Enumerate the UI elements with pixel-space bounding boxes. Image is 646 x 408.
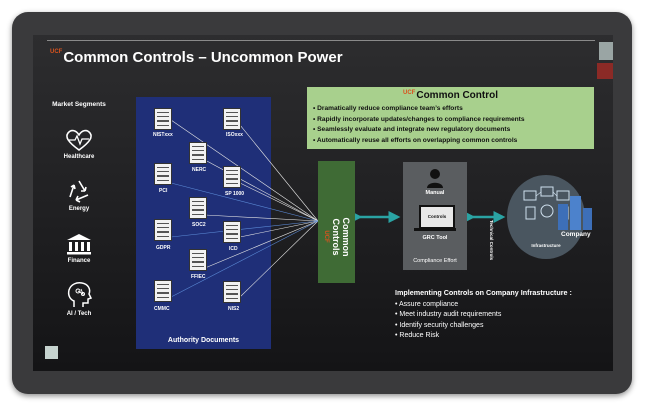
- infrastructure-label: Infrastructure: [531, 243, 561, 248]
- recycle-icon: [69, 180, 89, 203]
- document-icon: [189, 197, 207, 219]
- decor-square-gray: [599, 42, 613, 60]
- common-control-title: UCFCommon Control: [403, 90, 498, 101]
- decor-square-red: [597, 63, 613, 79]
- document-icon: [223, 221, 241, 243]
- doc-label: ISOxxx: [226, 132, 243, 138]
- company-label: Company: [561, 231, 591, 238]
- segment-healthcare: Healthcare: [49, 128, 109, 160]
- document-icon: [189, 249, 207, 271]
- authority-documents-title: Authority Documents: [167, 337, 240, 344]
- document-icon: [154, 163, 172, 185]
- segment-label: Energy: [68, 206, 90, 212]
- doc-label: FFIEC: [191, 274, 206, 280]
- ucf-brand-tag: UCF: [403, 90, 416, 96]
- ucf-brand-tag: UCF: [323, 230, 329, 243]
- segment-ai-tech: AI / Tech: [49, 281, 109, 317]
- connector-lines: [170, 119, 506, 298]
- doc-label: NISTxxx: [153, 132, 173, 138]
- common-control-bullets: • Dramatically reduce compliance team’s …: [313, 104, 525, 146]
- document-icon: [223, 281, 241, 303]
- document-icon: [154, 219, 172, 241]
- list-item: • Reduce Risk: [395, 332, 440, 339]
- doc-label: PCI: [159, 188, 168, 194]
- bank-icon: [67, 234, 91, 255]
- document-icon: [223, 166, 241, 188]
- list-item: • Dramatically reduce compliance team’s …: [313, 105, 463, 112]
- title-rule: [47, 40, 595, 41]
- list-item: • Meet industry audit requirements: [395, 311, 502, 318]
- segment-energy: Energy: [49, 178, 109, 212]
- laptop-base: [414, 228, 456, 231]
- technical-controls-label: Technical Controls: [489, 220, 494, 261]
- common-control-box: UCFCommon Control • Dramatically reduce …: [307, 87, 594, 149]
- ai-head-icon: [67, 282, 93, 307]
- document-icon: [154, 280, 172, 302]
- ucf-brand-tag: UCF: [50, 49, 63, 55]
- slide-title: UCFCommon Controls – Uncommon Power: [50, 49, 343, 66]
- heart-pulse-icon: [66, 129, 92, 151]
- document-icon: [189, 142, 207, 164]
- segment-label: Healthcare: [63, 154, 95, 160]
- laptop-screen-label: Controls: [427, 214, 447, 219]
- compliance-effort-panel: Manual Controls GRC Tool Compliance Effo…: [403, 162, 467, 270]
- manual-label: Manual: [425, 190, 445, 196]
- doc-label: SOC2: [192, 222, 206, 228]
- document-icon: [223, 108, 241, 130]
- grc-tool-label: GRC Tool: [422, 235, 448, 241]
- laptop-screen: Controls: [419, 205, 455, 229]
- list-item: • Assure compliance: [395, 300, 459, 308]
- segment-finance: Finance: [49, 232, 109, 264]
- document-icon: [154, 108, 172, 130]
- doc-label: NIS2: [228, 306, 240, 312]
- person-icon: [427, 169, 443, 188]
- slide-title-text: Common Controls – Uncommon Power: [63, 49, 343, 66]
- compliance-effort-caption: Compliance Effort: [413, 258, 457, 264]
- list-item: • Rapidly incorporate updates/changes to…: [313, 115, 525, 123]
- doc-label: CMMC: [154, 306, 170, 312]
- market-segments-heading: Market Segments: [52, 101, 106, 108]
- common-controls-label: Common Controls UCF: [323, 217, 351, 257]
- list-item: • Identify security challenges: [395, 321, 484, 329]
- slide-screen: UCFCommon Controls – Uncommon Power Mark…: [33, 35, 613, 371]
- doc-label: SP 1000: [225, 191, 245, 197]
- company-buildings-icon: [558, 196, 592, 230]
- doc-label: NERC: [192, 167, 207, 173]
- common-controls-column: [318, 161, 355, 283]
- segment-label: Finance: [67, 258, 91, 264]
- list-item: • Automatically reuse all efforts on ove…: [313, 136, 518, 144]
- doc-label: ICD: [229, 246, 238, 252]
- segment-label: AI / Tech: [66, 311, 92, 317]
- list-item: • Seamlessly evaluate and integrate new …: [313, 126, 511, 133]
- decor-square-light: [45, 346, 58, 359]
- doc-label: GDPR: [156, 245, 171, 251]
- implementing-controls-block: Implementing Controls on Company Infrast…: [395, 288, 572, 342]
- implementing-heading: Implementing Controls on Company Infrast…: [395, 288, 572, 297]
